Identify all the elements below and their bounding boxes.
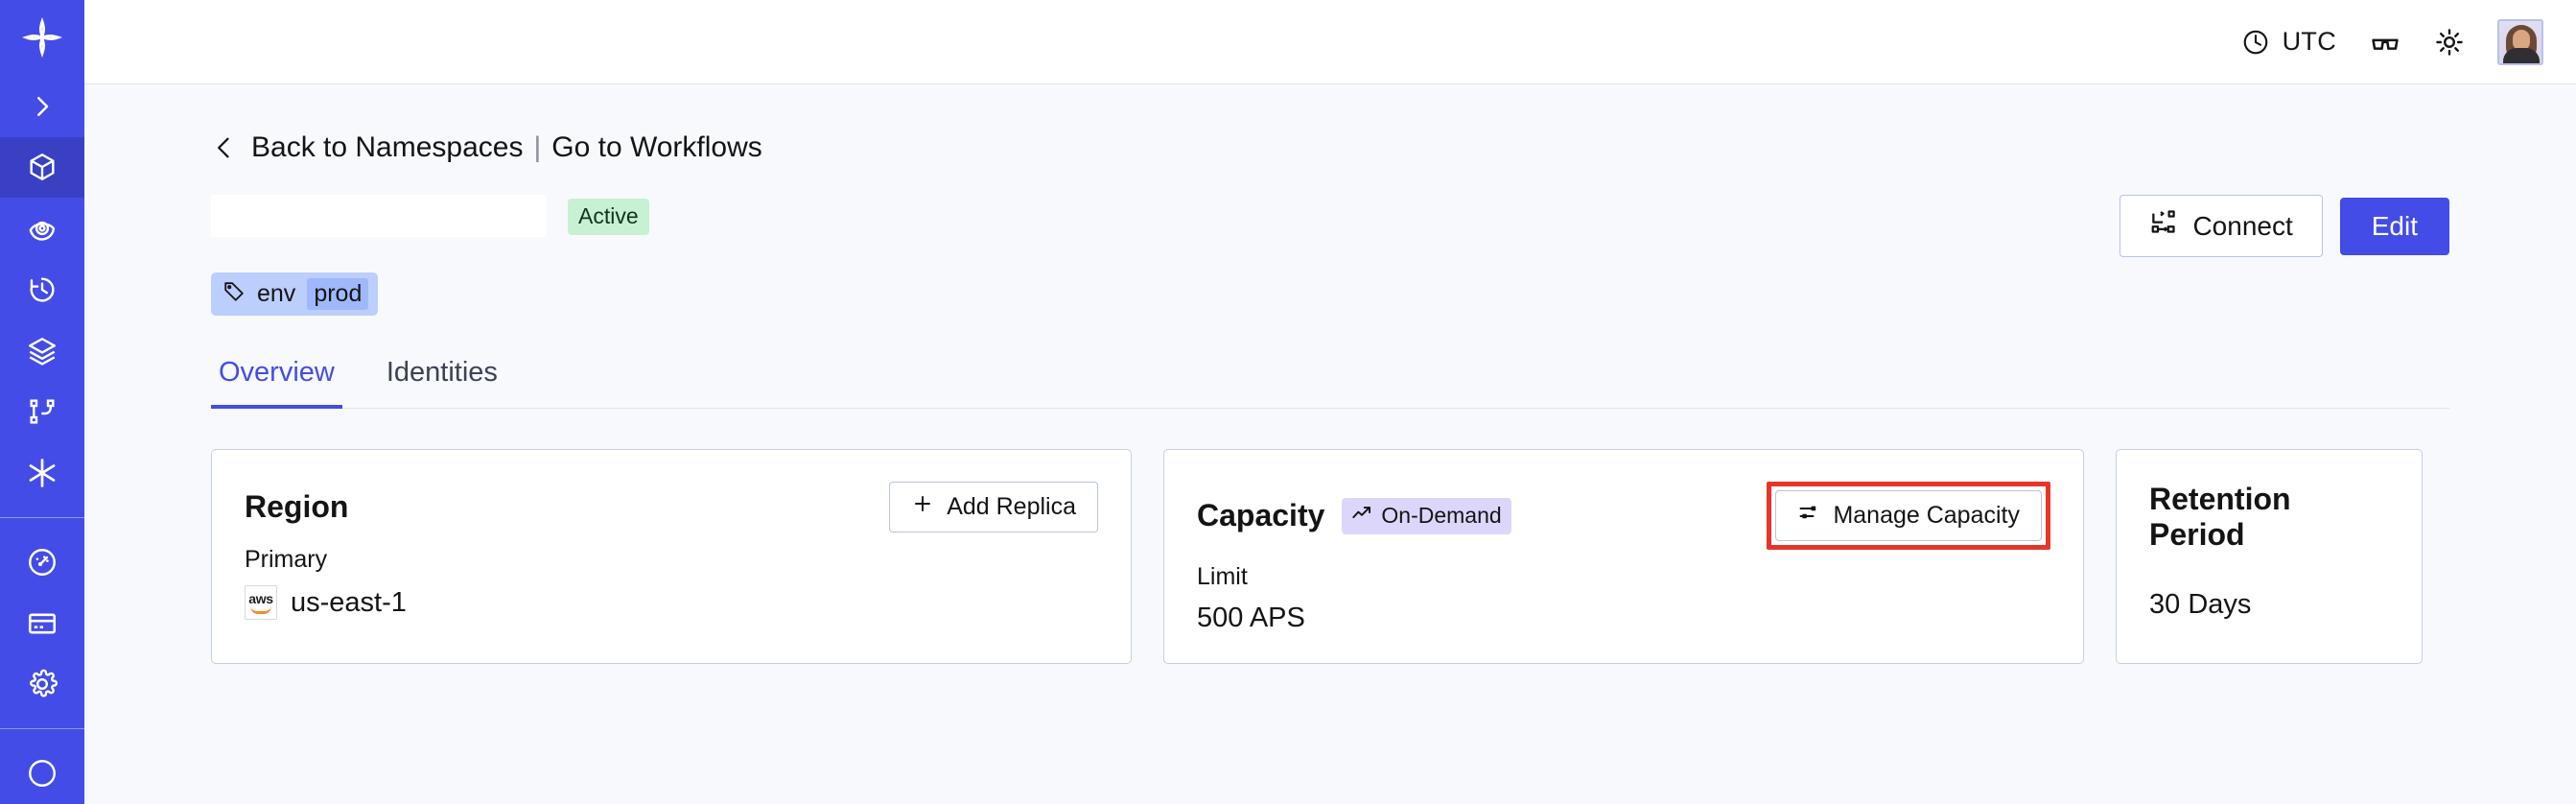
capacity-mode-badge: On-Demand [1342,497,1511,534]
aws-logo-text: aws [248,590,273,606]
add-replica-label: Add Replica [947,493,1076,520]
sidebar-item-nexus[interactable] [0,442,84,504]
sidebar-divider-bottom [0,728,84,730]
trend-up-icon [1351,503,1372,530]
card-retention-period: Retention Period 30 Days [2116,449,2423,664]
layers-icon [26,335,59,367]
page-content: Back to Namespaces | Go to Workflows Act… [84,84,2576,804]
card-retention-header: Retention Period [2149,482,2389,553]
tag-chip-env[interactable]: env prod [211,272,379,316]
card-region-sublabel: Primary [245,546,328,573]
sidebar-item-expand[interactable] [0,76,84,137]
manage-capacity-label: Manage Capacity [1833,502,2020,529]
tab-identities[interactable]: Identities [386,357,498,388]
plus-icon [911,492,934,522]
aws-logo-smile [250,606,271,614]
cube-icon [26,151,59,183]
connect-button[interactable]: Connect [2119,195,2323,257]
namespace-tags: env prod [211,272,2449,316]
reading-glasses-icon[interactable] [2369,26,2401,59]
timezone-label: UTC [2282,27,2336,56]
edit-button[interactable]: Edit [2339,197,2449,255]
tab-overview[interactable]: Overview [211,357,342,409]
sidebar-item-help[interactable] [0,743,84,804]
sun-icon[interactable] [2434,27,2465,58]
card-retention-title: Retention Period [2149,482,2291,552]
page-title [211,195,547,237]
sidebar-item-batch-operations[interactable] [0,320,84,382]
capacity-mode-label: On-Demand [1381,503,1502,528]
edit-button-label: Edit [2371,210,2418,241]
overview-cards: Region Add Replica Primary [211,449,2449,664]
connect-button-label: Connect [2192,210,2293,241]
card-region-header: Region Add Replica [245,482,1098,532]
card-capacity-value-row: 500 APS [1197,603,2050,634]
avatar-body [2503,47,2540,63]
connect-flow-icon [2149,208,2178,244]
sidebar-item-settings[interactable] [0,654,84,716]
namespace-title-group: Active [211,195,649,237]
manage-capacity-button[interactable]: Manage Capacity [1775,490,2042,541]
tab-bar: Overview Identities [211,356,2449,409]
sidebar-item-workflows[interactable] [0,382,84,443]
sidebar-item-billing[interactable] [0,593,84,654]
sidebar-item-schedules[interactable] [0,259,84,320]
timezone-selector[interactable]: UTC [2241,27,2336,57]
sidebar-divider-top [0,517,84,518]
card-capacity-value: 500 APS [1197,603,1305,633]
card-region: Region Add Replica Primary [211,449,1132,664]
breadcrumb-workflows-link[interactable]: Go to Workflows [551,131,762,163]
card-capacity-action: Manage Capacity [1767,482,2050,550]
primary-sidebar [0,0,84,804]
manage-capacity-highlight: Manage Capacity [1767,482,2050,550]
aws-logo-icon: aws [245,585,277,620]
tag-icon [222,279,246,309]
main-area: UTC [84,0,2576,804]
namespace-actions: Connect Edit [2119,195,2449,257]
card-region-title: Region [245,489,349,524]
eye-spiral-icon [26,212,59,245]
gauge-icon [26,546,59,579]
top-bar: UTC [84,0,2576,84]
git-branch-icon [27,396,58,427]
avatar-face [2513,29,2530,51]
gear-icon [26,668,59,700]
credit-card-icon [26,607,59,640]
top-bar-actions: UTC [2241,18,2543,65]
namespace-header: Active Connect Edit [211,195,2449,257]
sliders-icon [1797,501,1820,531]
breadcrumb: Back to Namespaces | Go to Workflows [211,84,2449,164]
asterisk-icon [25,456,59,490]
sidebar-item-observability[interactable] [0,198,84,259]
temporal-star-logo-icon[interactable] [0,0,84,76]
status-badge: Active [568,199,649,235]
chevron-left-icon[interactable] [211,131,238,164]
tag-key: env [257,280,296,307]
card-capacity-title: Capacity [1197,498,1325,532]
card-region-value: us-east-1 [291,586,407,618]
sidebar-item-namespaces[interactable] [0,136,84,199]
help-circle-icon [26,757,59,790]
breadcrumb-separator: | [533,131,542,163]
card-region-value-row: aws us-east-1 [245,585,1098,620]
avatar[interactable] [2497,18,2543,65]
clock-icon [2241,28,2270,57]
breadcrumb-back-link[interactable]: Back to Namespaces [251,131,524,163]
chevron-right-icon [28,92,57,121]
card-retention-value: 30 Days [2149,589,2252,620]
card-region-action: Add Replica [889,482,1098,532]
add-replica-button[interactable]: Add Replica [889,482,1098,532]
clock-rewind-icon [26,273,59,306]
card-capacity-sublabel: Limit [1197,563,1248,590]
card-capacity-header: Capacity On-Demand [1197,482,2050,550]
tag-value: prod [307,278,369,310]
card-capacity: Capacity On-Demand [1163,449,2084,664]
sidebar-item-usage[interactable] [0,532,84,593]
